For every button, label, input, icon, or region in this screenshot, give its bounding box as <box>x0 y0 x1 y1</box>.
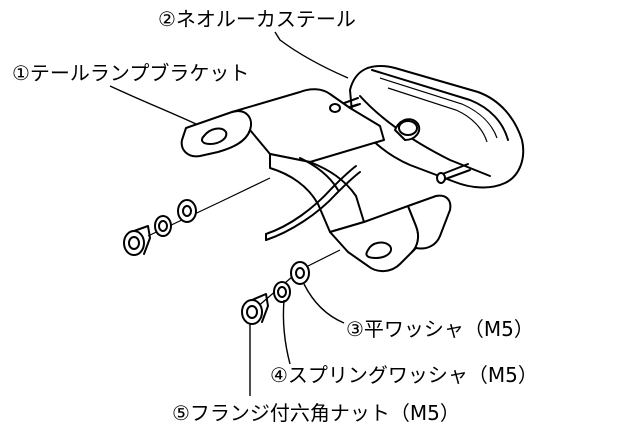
label-part1-tail-lamp-bracket: ①テールランプブラケット <box>12 61 249 85</box>
lower-fastener-stack <box>241 249 341 325</box>
label-part3-flat-washer: ③平ワッシャ（M5） <box>346 317 534 341</box>
leader-lines <box>109 31 349 396</box>
label-part5-flange-hex-nut: ⑤フランジ付六角ナット（M5） <box>172 401 460 425</box>
tail-lamp-bracket <box>180 88 452 272</box>
neo-lucas-tail-light <box>349 65 525 189</box>
label-part2-neo-lucas-tail: ②ネオルーカステール <box>158 7 356 31</box>
upper-fastener-stack <box>123 177 271 256</box>
label-part4-spring-washer: ④スプリングワッシャ（M5） <box>270 363 538 387</box>
